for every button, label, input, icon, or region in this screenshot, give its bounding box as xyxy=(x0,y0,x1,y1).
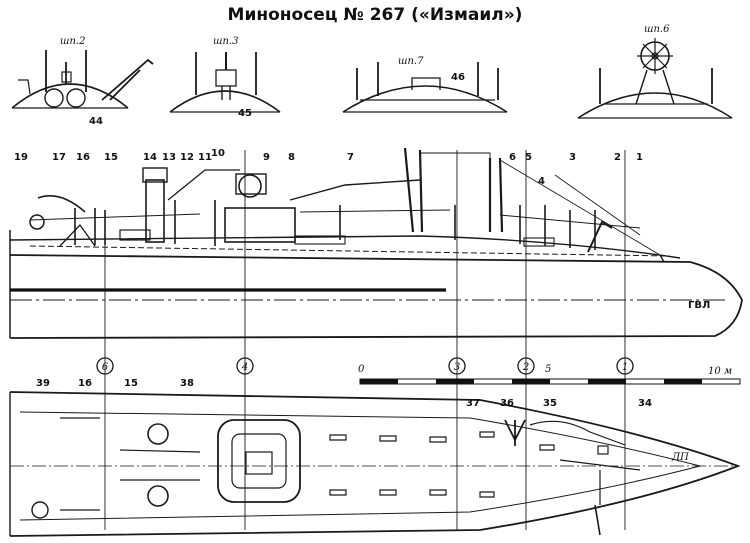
profile-callout: 4 xyxy=(538,176,545,187)
profile-callout: 15 xyxy=(104,152,118,163)
plan-callout: 16 xyxy=(78,378,92,389)
profile-callout: 8 xyxy=(288,152,295,163)
plan-callout: 38 xyxy=(180,378,194,389)
profile-callout: 3 xyxy=(569,152,576,163)
profile-callout: 7 xyxy=(347,152,354,163)
profile-callout: 12 xyxy=(180,152,194,163)
frame-markers: 6 4 3 2 1 xyxy=(96,357,634,375)
side-profile: ГВЛ 19 17 16 15 14 xyxy=(9,147,743,530)
scale-mid: 5 xyxy=(545,364,551,375)
scale-bar: 0 5 10 м xyxy=(358,364,741,385)
plan-callout: 34 xyxy=(638,398,652,409)
section-label-sp6: шп.6 xyxy=(644,24,670,35)
profile-callout: 11 xyxy=(198,152,212,163)
plan-callout: 15 xyxy=(124,378,138,389)
profile-callouts: 19 17 16 15 14 13 12 11 10 9 8 7 6 5 3 4… xyxy=(14,148,643,187)
profile-callout: 19 xyxy=(14,152,28,163)
profile-callout: 5 xyxy=(525,152,532,163)
funnel xyxy=(145,179,165,243)
callout-44: 44 xyxy=(89,116,103,127)
section-view-sp2: шп.2 44 xyxy=(11,36,154,127)
plan-centerline-label: ДП xyxy=(671,452,689,463)
profile-callout: 6 xyxy=(509,152,516,163)
section-label-sp7: шп.7 xyxy=(398,56,424,67)
profile-callout: 16 xyxy=(76,152,90,163)
section-label-sp2: шп.2 xyxy=(60,36,85,47)
section-label-sp3: шп.3 xyxy=(213,36,238,47)
frame-marker: 4 xyxy=(241,362,248,373)
plan-view: 39 16 15 38 37 36 35 34 ДП xyxy=(9,378,741,537)
section-view-sp7: шп.7 46 xyxy=(342,56,508,113)
scale-end: 10 м xyxy=(708,366,732,377)
drawing-title: Миноносец № 267 («Измаил») xyxy=(228,5,523,25)
plan-callout: 36 xyxy=(500,398,514,409)
plan-callout: 35 xyxy=(543,398,557,409)
callout-45: 45 xyxy=(238,108,252,119)
profile-callout: 10 xyxy=(211,148,225,159)
profile-callout: 9 xyxy=(263,152,270,163)
scale-zero: 0 xyxy=(358,364,365,375)
profile-callout: 2 xyxy=(614,152,621,163)
profile-callout: 1 xyxy=(636,152,643,163)
profile-callout: 17 xyxy=(52,152,66,163)
frame-marker: 1 xyxy=(622,362,628,373)
frame-marker: 3 xyxy=(454,362,460,373)
section-view-sp3: шп.3 45 xyxy=(169,36,281,119)
section-view-sp6: шп.6 xyxy=(577,24,733,119)
profile-callout: 14 xyxy=(143,152,157,163)
frame-marker: 6 xyxy=(102,362,109,373)
frame-marker: 2 xyxy=(522,362,529,373)
profile-callout: 13 xyxy=(162,152,176,163)
plan-callout: 39 xyxy=(36,378,50,389)
waterline-label: ГВЛ xyxy=(688,300,710,311)
plan-callout: 37 xyxy=(466,398,480,409)
callout-46: 46 xyxy=(451,72,465,83)
